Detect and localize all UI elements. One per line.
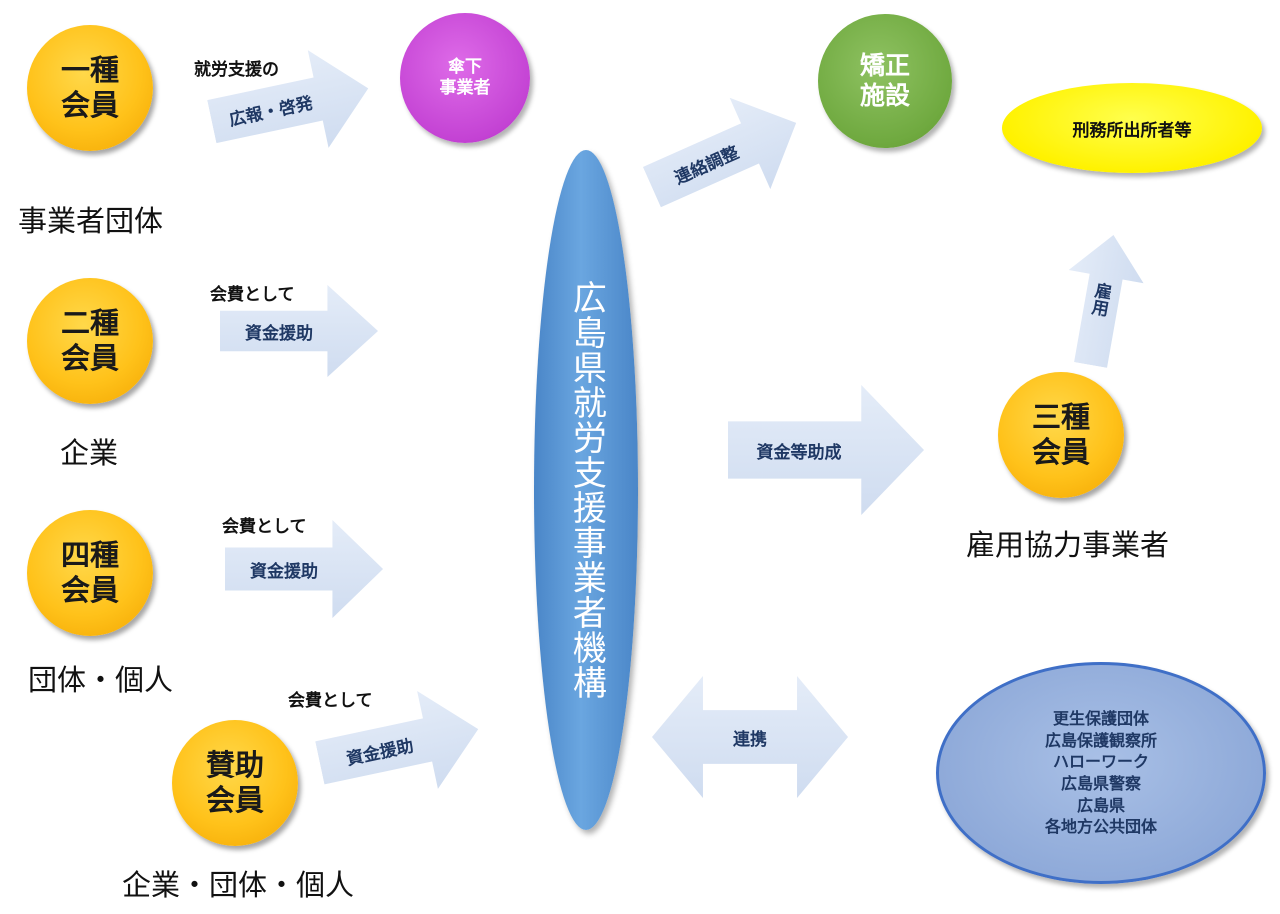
center-organization-oval: 広島県就労支援事業者機構 bbox=[534, 150, 638, 830]
subsidiary-circle: 傘下 事業者 bbox=[400, 13, 530, 143]
partner-item: 広島県警察 bbox=[1060, 774, 1141, 793]
member-type1-line1: 一種 bbox=[60, 53, 119, 88]
member-supporting-line1: 賛助 bbox=[205, 748, 264, 783]
member-type4-circle: 四種 会員 bbox=[27, 510, 153, 636]
fund-support-arrow-top-label: 会費として bbox=[288, 691, 373, 711]
fund4-arrow-label: 資金援助 bbox=[250, 561, 318, 582]
fund-support-arrow-label: 資金援助 bbox=[344, 735, 416, 770]
fund4-arrow-top-label: 会費として bbox=[222, 517, 307, 537]
member-type4-line2: 会員 bbox=[60, 573, 119, 607]
liaison-arrow: 連絡調整 bbox=[631, 77, 816, 233]
member-type2-line2: 会員 bbox=[60, 341, 119, 375]
cooperate-arrow-label: 連携 bbox=[733, 729, 767, 750]
member-type4-caption: 団体・個人 bbox=[28, 663, 174, 697]
pr-arrow-label: 広報・啓発 bbox=[227, 92, 315, 131]
partners-oval: 更生保護団体 広島保護観察所 ハローワーク 広島県警察 広島県 各地方公共団体 bbox=[936, 662, 1266, 884]
partner-item: 各地方公共団体 bbox=[1044, 817, 1157, 837]
member-type2-circle: 二種 会員 bbox=[27, 278, 153, 404]
member-type2-caption: 企業 bbox=[60, 436, 119, 470]
member-type3-line2: 会員 bbox=[1031, 435, 1090, 469]
member-type3-caption: 雇用協力事業者 bbox=[966, 528, 1170, 562]
released-persons-label: 刑務所出所者等 bbox=[1072, 120, 1192, 141]
correctional-line2: 施設 bbox=[859, 81, 910, 110]
member-type3-circle: 三種 会員 bbox=[998, 372, 1124, 498]
partner-item: 更生保護団体 bbox=[1052, 709, 1149, 729]
member-type4-line1: 四種 bbox=[60, 538, 119, 573]
partner-item: 広島保護観察所 bbox=[1044, 730, 1157, 750]
member-type1-circle: 一種 会員 bbox=[27, 25, 153, 151]
member-type1-caption: 事業者団体 bbox=[18, 204, 164, 238]
member-supporting-circle: 賛助 会員 bbox=[172, 720, 298, 846]
grant-arrow-label: 資金等助成 bbox=[756, 442, 842, 463]
member-supporting-line2: 会員 bbox=[205, 783, 264, 817]
fund4-arrow: 資金援助 bbox=[225, 520, 383, 618]
cooperate-double-arrow: 連携 bbox=[652, 676, 848, 798]
fund2-arrow: 資金援助 bbox=[220, 285, 378, 377]
member-type3-line1: 三種 bbox=[1031, 400, 1090, 435]
fund2-arrow-top-label: 会費として bbox=[210, 285, 295, 305]
partner-item: ハローワーク bbox=[1052, 752, 1149, 772]
fund2-arrow-label: 資金援助 bbox=[245, 323, 313, 344]
partner-item: 広島県 bbox=[1076, 795, 1125, 815]
pr-arrow-top-label: 就労支援の bbox=[194, 60, 279, 80]
center-organization-label: 広島県就労支援事業者機構 bbox=[566, 280, 607, 700]
member-type1-line2: 会員 bbox=[60, 88, 119, 122]
correctional-facility-circle: 矯正 施設 bbox=[818, 14, 952, 148]
subsidiary-line1: 傘下 bbox=[448, 56, 482, 77]
liaison-arrow-label: 連絡調整 bbox=[671, 142, 742, 189]
correctional-line1: 矯正 bbox=[859, 51, 910, 80]
subsidiary-line2: 事業者 bbox=[439, 78, 491, 98]
grant-arrow: 資金等助成 bbox=[728, 385, 924, 515]
member-type2-line1: 二種 bbox=[60, 306, 119, 341]
released-persons-oval: 刑務所出所者等 bbox=[1002, 83, 1262, 173]
member-supporting-caption: 企業・団体・個人 bbox=[122, 868, 355, 902]
